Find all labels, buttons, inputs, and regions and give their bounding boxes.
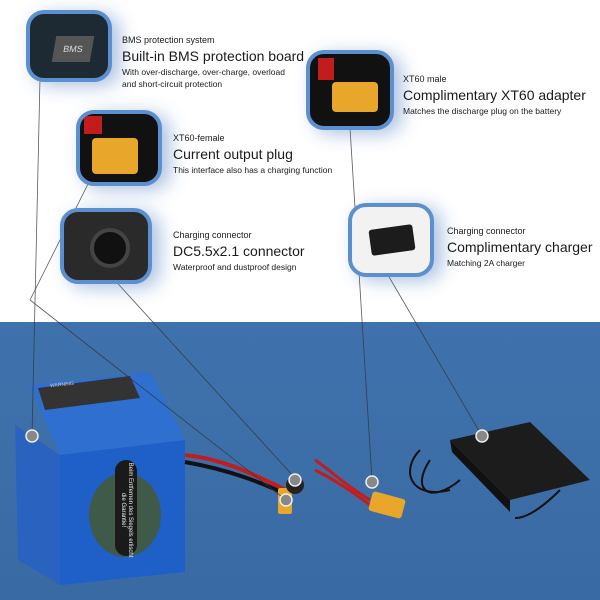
callout-desc: and short-circuit protection xyxy=(122,79,223,89)
bms-chip-label: BMS xyxy=(51,36,95,62)
dc-connector-thumbnail xyxy=(60,208,152,284)
callout-title: Built-in BMS protection board xyxy=(122,48,305,64)
callout-charger: Charging connector Complimentary charger… xyxy=(447,226,593,269)
callout-subtitle: BMS protection system xyxy=(122,35,215,45)
callout-xt60-female: XT60-female Current output plug This int… xyxy=(173,133,332,176)
charger-thumbnail xyxy=(348,203,434,277)
xt60-male-plug xyxy=(368,491,406,519)
callout-subtitle: XT60 male xyxy=(403,74,447,84)
xt60-male-thumbnail xyxy=(306,50,394,130)
callout-dc-connector: Charging connector DC5.5x2.1 connector W… xyxy=(173,230,305,273)
callout-title: Complimentary XT60 adapter xyxy=(403,87,586,103)
callout-desc: Waterproof and dustproof design xyxy=(173,262,297,272)
callout-xt60-male: XT60 male Complimentary XT60 adapter Mat… xyxy=(403,74,586,117)
xt60-female-thumbnail xyxy=(76,110,162,186)
callout-title: DC5.5x2.1 connector xyxy=(173,243,305,259)
callout-title: Complimentary charger xyxy=(447,239,593,255)
callout-desc: This interface also has a charging funct… xyxy=(173,165,333,175)
callout-subtitle: Charging connector xyxy=(447,226,526,236)
callout-title: Current output plug xyxy=(173,146,293,162)
callout-subtitle: Charging connector xyxy=(173,230,252,240)
callout-desc: Matches the discharge plug on the batter… xyxy=(403,106,562,116)
callout-desc: Matching 2A charger xyxy=(447,258,525,268)
callout-bms: BMS protection system Built-in BMS prote… xyxy=(122,35,304,90)
battery-pack xyxy=(15,372,185,585)
callout-subtitle: XT60-female xyxy=(173,133,225,143)
callout-desc: With over-discharge, over-charge, overlo… xyxy=(122,67,285,77)
battery-seal-text: Beim Entfernen des Siegels erlischt die … xyxy=(120,462,133,558)
charger xyxy=(409,422,590,519)
marker-dots xyxy=(25,429,489,507)
bms-thumbnail: BMS xyxy=(26,10,112,82)
